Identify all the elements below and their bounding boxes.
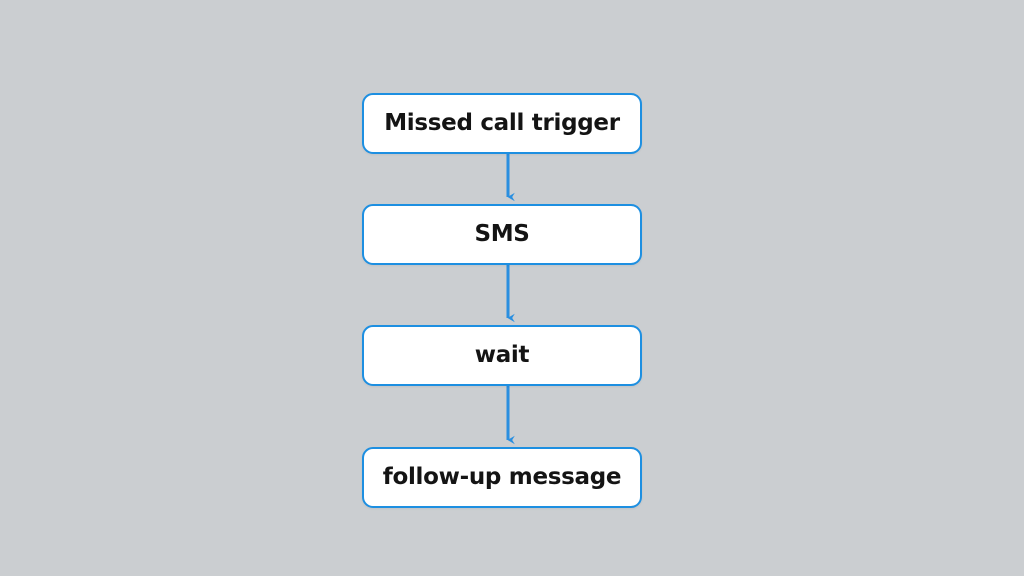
flow-node-missed-call-trigger[interactable]: Missed call trigger	[362, 93, 642, 154]
flow-node-label: SMS	[474, 221, 530, 247]
flow-node-label: wait	[474, 342, 530, 368]
flow-node-label: follow-up message	[382, 464, 622, 490]
flow-node-follow-up-message[interactable]: follow-up message	[362, 447, 642, 508]
flow-node-sms[interactable]: SMS	[362, 204, 642, 265]
flow-node-wait[interactable]: wait	[362, 325, 642, 386]
flow-node-label: Missed call trigger	[384, 110, 620, 136]
